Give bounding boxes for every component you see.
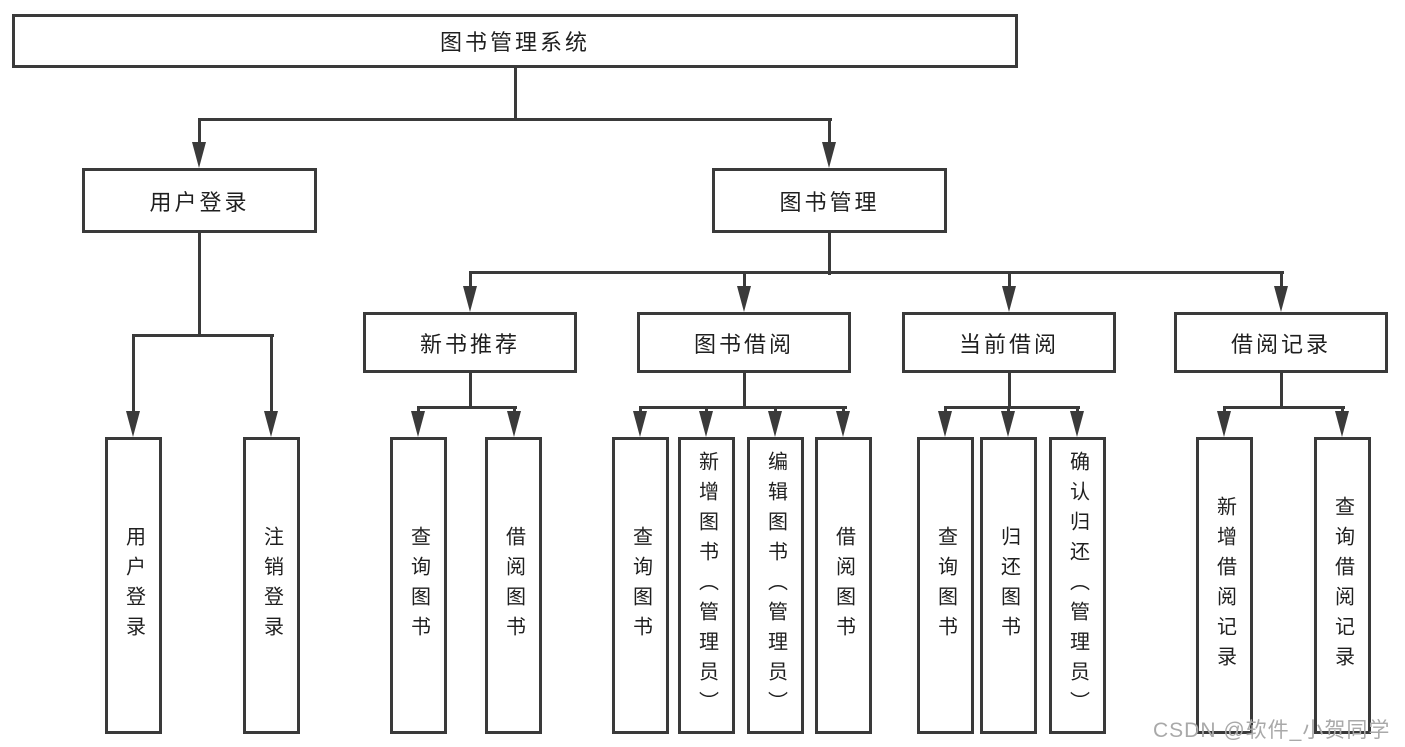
node-user-login: 用户登录 [82,168,317,233]
connector-line [944,406,947,415]
leaf-add-borrow-record: 新增借阅记录 [1196,437,1253,734]
leaf-query-books-current: 查询图书 [917,437,974,734]
watermark-text: CSDN @软件_小贺同学 [1153,719,1391,742]
leaf-return-books: 归还图书 [980,437,1037,734]
leaf-edit-book-admin: 编辑图书（管理员） [747,437,804,734]
connector-line [132,334,135,413]
connector-line [842,406,845,415]
node-root-label: 图书管理系统 [439,30,590,55]
leaf-borrow-books-recommend: 借阅图书 [485,437,542,734]
leaf-logout-login-label: 注销登录 [260,525,283,646]
arrowhead-down [507,411,521,437]
connector-line [828,118,831,146]
connector-line [1008,271,1011,289]
connector-line [639,406,847,409]
connector-line [198,118,201,146]
connector-line [198,233,201,337]
leaf-user-login-label: 用户登录 [122,525,145,646]
node-new-book-recommend-label: 新书推荐 [419,331,520,357]
connector-line [1280,373,1283,409]
connector-line [270,334,273,413]
connector-line [1007,406,1010,415]
arrowhead-down [463,286,477,312]
leaf-user-login: 用户登录 [105,437,162,734]
connector-line [944,406,1080,409]
leaf-query-borrow-record: 查询借阅记录 [1314,437,1371,734]
connector-line [513,406,516,415]
arrowhead-down [1217,411,1231,437]
arrowhead-down [1335,411,1349,437]
connector-line [469,271,472,289]
connector-line [705,406,708,415]
arrowhead-down [1002,286,1016,312]
connector-line [828,233,831,275]
leaf-logout-login: 注销登录 [243,437,300,734]
connector-line [1076,406,1079,415]
leaf-query-books-recommend: 查询图书 [390,437,447,734]
node-new-book-recommend: 新书推荐 [363,312,577,373]
arrowhead-down [737,286,751,312]
node-root: 图书管理系统 [12,14,1018,68]
node-current-borrow: 当前借阅 [902,312,1116,373]
connector-line [417,406,517,409]
leaf-return-books-label: 归还图书 [997,525,1020,646]
leaf-add-book-admin: 新增图书（管理员） [678,437,735,734]
arrowhead-down [411,411,425,437]
connector-line [1280,271,1283,289]
connector-line [469,271,1284,274]
node-book-borrow-label: 图书借阅 [693,331,794,357]
connector-line [514,68,517,121]
leaf-add-book-admin-label: 新增图书（管理员） [695,450,718,721]
arrowhead-down [126,411,140,437]
arrowhead-down [1001,411,1015,437]
leaf-edit-book-admin-label: 编辑图书（管理员） [764,450,787,721]
connector-line [469,373,472,409]
connector-line [1341,406,1344,415]
arrowhead-down [836,411,850,437]
leaf-query-borrow-record-label: 查询借阅记录 [1331,495,1354,676]
leaf-confirm-return-admin-label: 确认归还（管理员） [1066,450,1089,721]
arrowhead-down [822,142,836,168]
connector-line [743,373,746,409]
leaf-query-books-recommend-label: 查询图书 [407,525,430,646]
node-book-management: 图书管理 [712,168,947,233]
connector-line [132,334,274,337]
leaf-borrow-books-recommend-label: 借阅图书 [502,525,525,646]
connector-line [743,271,746,289]
arrowhead-down [768,411,782,437]
arrowhead-down [633,411,647,437]
leaf-borrow-books: 借阅图书 [815,437,872,734]
leaf-query-books-current-label: 查询图书 [934,525,957,646]
node-book-borrow: 图书借阅 [637,312,851,373]
node-borrow-records-label: 借阅记录 [1230,331,1331,357]
leaf-confirm-return-admin: 确认归还（管理员） [1049,437,1106,734]
leaf-borrow-books-label: 借阅图书 [832,525,855,646]
leaf-add-borrow-record-label: 新增借阅记录 [1213,495,1236,676]
arrowhead-down [938,411,952,437]
connector-line [198,118,832,121]
connector-line [639,406,642,415]
leaf-query-books-borrow-label: 查询图书 [629,525,652,646]
connector-line [1008,373,1011,409]
node-borrow-records: 借阅记录 [1174,312,1388,373]
node-book-management-label: 图书管理 [779,189,880,215]
leaf-query-books-borrow: 查询图书 [612,437,669,734]
arrowhead-down [192,142,206,168]
arrowhead-down [699,411,713,437]
arrowhead-down [1274,286,1288,312]
node-user-login-label: 用户登录 [149,189,250,215]
connector-line [1223,406,1345,409]
connector-line [1223,406,1226,415]
connector-line [774,406,777,415]
arrowhead-down [1070,411,1084,437]
connector-line [417,406,420,415]
arrowhead-down [264,411,278,437]
node-current-borrow-label: 当前借阅 [958,331,1059,357]
